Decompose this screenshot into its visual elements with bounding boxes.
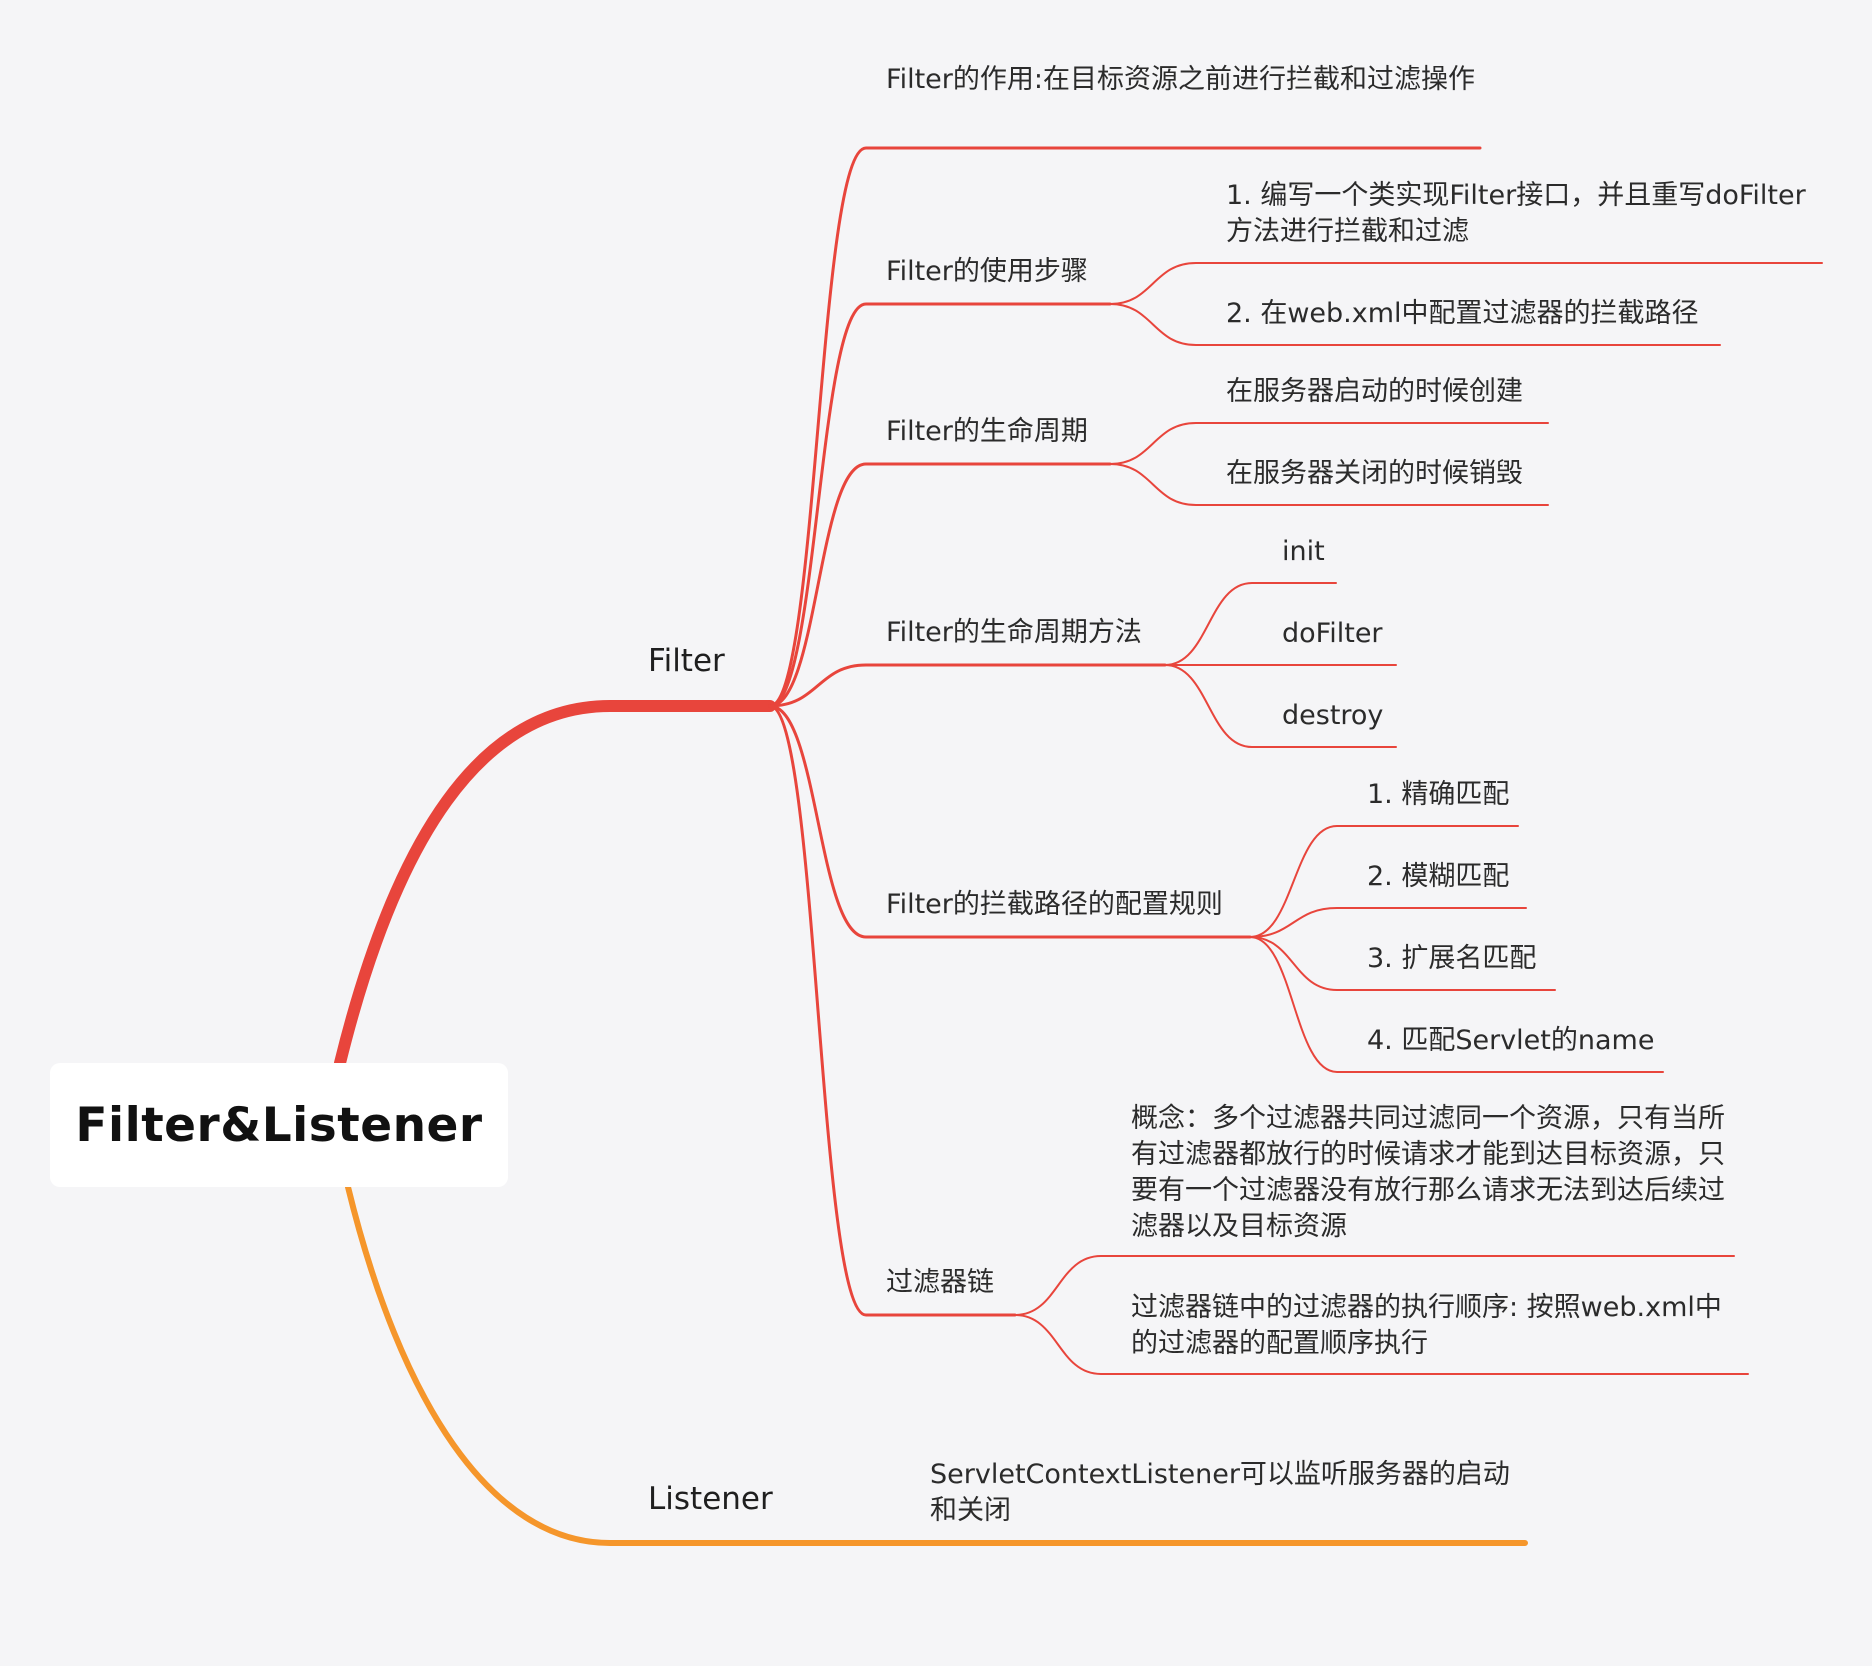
node-filter-lifecycle-methods[interactable]: Filter的生命周期方法 (886, 617, 1142, 648)
leaf-lifecycle-destroy[interactable]: 在服务器关闭的时候销毁 (1226, 458, 1523, 489)
leaf-rule-servlet-name[interactable]: 4. 匹配Servlet的name (1367, 1025, 1655, 1056)
leaf-rule-extension[interactable]: 3. 扩展名匹配 (1367, 943, 1537, 974)
leaf-steps-2[interactable]: 2. 在web.xml中配置过滤器的拦截路径 (1226, 298, 1699, 329)
edge-rule-exact (1249, 825, 1519, 938)
edge-lifecycle-destroy (1109, 463, 1549, 506)
edge-steps-2 (1109, 303, 1721, 346)
root-node[interactable]: Filter&Listener (50, 1063, 508, 1187)
edge-root-listener (345, 1184, 1528, 1546)
leaf-chain-concept[interactable]: 概念：多个过滤器共同过滤同一个资源，只有当所有过滤器都放行的时候请求才能到达目标… (1131, 1103, 1725, 1242)
node-filter-steps[interactable]: Filter的使用步骤 (886, 256, 1088, 287)
node-filter-lifecycle[interactable]: Filter的生命周期 (886, 416, 1088, 447)
leaf-steps-1[interactable]: 1. 编写一个类实现Filter接口，并且重写doFilter方法进行拦截和过滤 (1226, 180, 1806, 247)
edge-root-filter (334, 700, 776, 1069)
node-filter-path-rules[interactable]: Filter的拦截路径的配置规则 (886, 889, 1223, 920)
leaf-method-init[interactable]: init (1282, 536, 1325, 567)
edge-method-destroy (1164, 664, 1397, 748)
leaf-chain-order[interactable]: 过滤器链中的过滤器的执行顺序: 按照web.xml中的过滤器的配置顺序执行 (1131, 1292, 1722, 1359)
edge-chain-concept (1014, 1255, 1735, 1316)
edge-lifecycle-create (1109, 422, 1549, 465)
node-filter-chain[interactable]: 过滤器链 (886, 1267, 994, 1298)
edge-steps-1 (1109, 262, 1823, 305)
leaf-lifecycle-create[interactable]: 在服务器启动的时候创建 (1226, 376, 1523, 407)
edge-chain-order (1014, 1314, 1749, 1375)
root-label: Filter&Listener (75, 1097, 483, 1153)
edge-rule-extension (1249, 936, 1556, 991)
edge-filter-path-rules (768, 704, 1252, 939)
leaf-method-dofilter[interactable]: doFilter (1282, 618, 1383, 649)
leaf-method-destroy[interactable]: destroy (1282, 700, 1384, 731)
branch-filter[interactable]: Filter (648, 643, 725, 679)
edge-filter-steps (768, 302, 1112, 708)
edge-filter-role (768, 146, 1482, 708)
edge-method-init (1164, 582, 1337, 666)
leaf-listener-context[interactable]: ServletContextListener可以监听服务器的启动和关闭 (930, 1459, 1510, 1526)
node-filter-role[interactable]: Filter的作用:在目标资源之前进行拦截和过滤操作 (886, 64, 1475, 95)
edge-filter-lifecycle (768, 462, 1112, 708)
leaf-rule-exact[interactable]: 1. 精确匹配 (1367, 779, 1510, 810)
edge-filter-chain (768, 704, 1017, 1317)
branch-listener[interactable]: Listener (648, 1481, 773, 1517)
edge-filter-lifecycle-methods (768, 663, 1167, 708)
leaf-rule-fuzzy[interactable]: 2. 模糊匹配 (1367, 861, 1510, 892)
edge-rule-servlet-name (1249, 936, 1664, 1073)
edge-rule-fuzzy (1249, 907, 1527, 938)
